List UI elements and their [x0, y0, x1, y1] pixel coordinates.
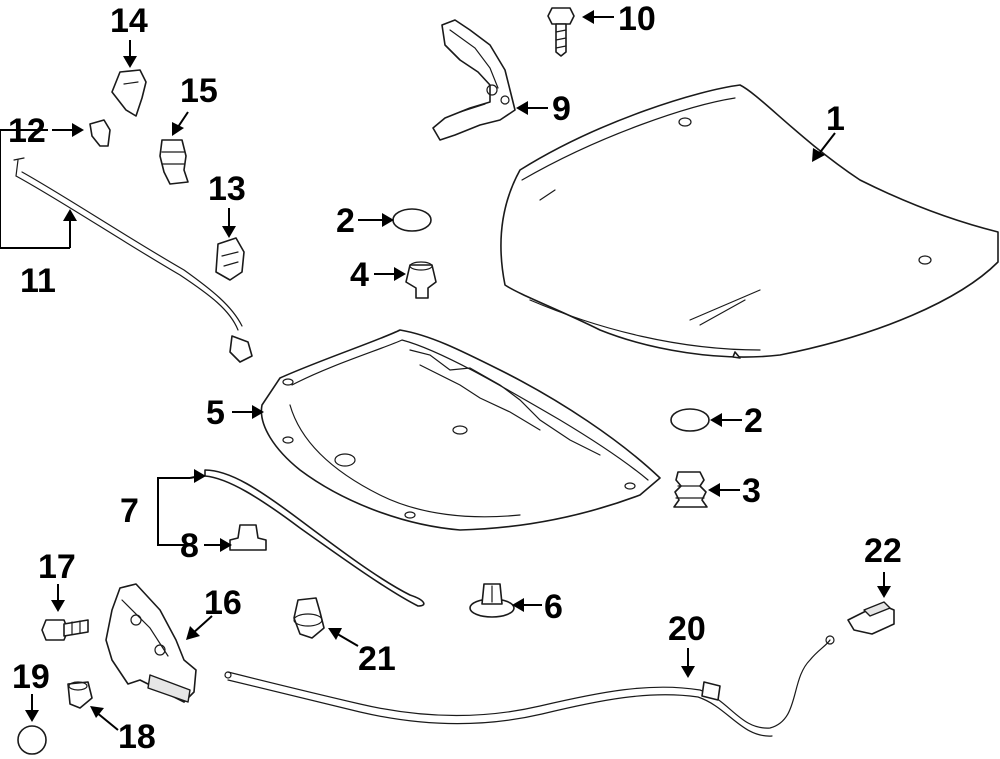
callout-9: 9 [552, 90, 571, 128]
callout-4: 4 [350, 256, 369, 294]
callout-21: 21 [358, 640, 396, 678]
callout-22: 22 [864, 532, 902, 570]
insulator-clip[interactable] [469, 583, 515, 618]
callout-2-lower: 2 [744, 402, 763, 440]
rod-holder-clip[interactable] [89, 119, 111, 147]
hood-cushion[interactable] [405, 261, 437, 299]
hinge-clip[interactable] [111, 69, 147, 117]
callout-6: 6 [544, 588, 563, 626]
callout-18: 18 [118, 718, 156, 756]
hood-panel[interactable] [500, 84, 999, 359]
grommet-upper[interactable] [392, 208, 432, 232]
release-handle[interactable] [847, 601, 895, 635]
callout-13: 13 [208, 170, 246, 208]
callout-12: 12 [8, 112, 46, 150]
hood-hinge[interactable] [432, 19, 516, 141]
hood-latch[interactable] [105, 583, 197, 703]
latch-bolt[interactable] [41, 619, 89, 641]
release-cable[interactable] [224, 635, 835, 737]
callout-5: 5 [206, 394, 225, 432]
callout-15: 15 [180, 72, 218, 110]
hood-support-rod[interactable] [13, 157, 253, 363]
callout-10: 10 [618, 0, 656, 38]
rod-retainer[interactable] [215, 237, 245, 281]
bracket-7 [157, 477, 190, 546]
grommet-lower[interactable] [670, 408, 710, 432]
callout-8: 8 [180, 527, 199, 565]
callout-3: 3 [742, 472, 761, 510]
callout-1: 1 [826, 100, 845, 138]
callout-7: 7 [120, 492, 139, 530]
callout-20: 20 [668, 610, 706, 648]
callout-14: 14 [110, 2, 148, 40]
hood-seal[interactable] [204, 469, 425, 607]
hinge-bolt[interactable] [547, 7, 575, 57]
leader-lines [25, 10, 891, 731]
callout-11: 11 [20, 262, 56, 300]
callout-16: 16 [204, 584, 242, 622]
callout-labels: 1 2 2 3 4 5 6 7 8 9 10 11 12 13 14 15 16… [8, 0, 902, 756]
hood-bumper[interactable] [673, 471, 708, 508]
latch-plug[interactable] [17, 725, 47, 755]
callout-17: 17 [38, 548, 76, 586]
latch-bumper[interactable] [67, 681, 93, 709]
callout-19: 19 [12, 658, 50, 696]
callout-2-upper: 2 [336, 202, 355, 240]
cable-clip[interactable] [293, 597, 325, 639]
hood-insulator[interactable] [260, 329, 661, 531]
rod-end-fastener[interactable] [159, 139, 189, 185]
seal-clip[interactable] [229, 524, 267, 551]
